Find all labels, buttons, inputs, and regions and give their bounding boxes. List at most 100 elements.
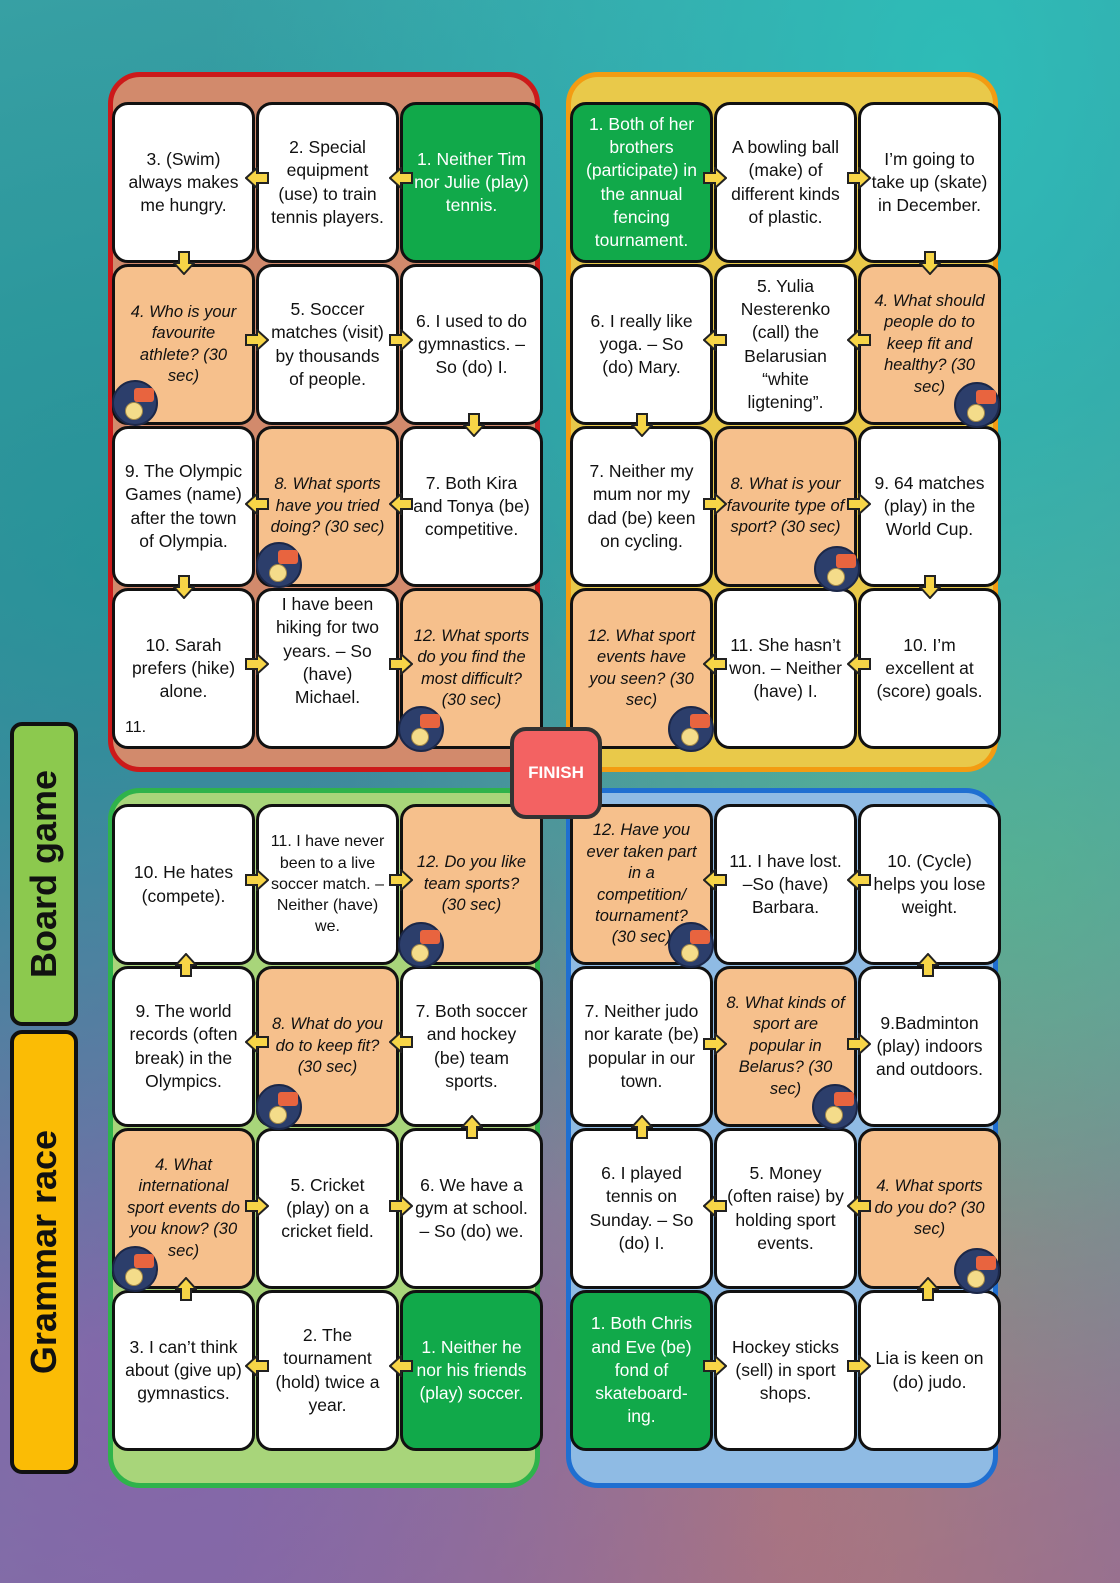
- speech-bubble-face-icon: [954, 1248, 1000, 1294]
- board-cell[interactable]: A bowling ball (make) of different kinds…: [714, 102, 857, 263]
- question-cell[interactable]: 12. What sports do you find the most dif…: [400, 588, 543, 749]
- cell-text: 9. The world records (often break) in th…: [129, 1000, 238, 1091]
- board-game-label-box: Board game: [10, 722, 78, 1026]
- start-cell[interactable]: 1. Both Chris and Eve (be) fond of skate…: [570, 1290, 713, 1451]
- board-cell[interactable]: 5. Soccer matches (visit) by thousands o…: [256, 264, 399, 425]
- board-cell[interactable]: I have been hiking for two years. – So (…: [256, 588, 399, 749]
- cell-text: 8. What sports have you tried doing? (30…: [270, 475, 385, 537]
- cell-text: 12. Do you like team sports? (30 sec): [416, 853, 527, 915]
- speech-bubble-face-icon: [256, 542, 302, 588]
- grammar-race-label: Grammar race: [23, 1129, 65, 1375]
- arrow-right-icon: [847, 493, 871, 515]
- board-cell[interactable]: 6. We have a gym at school. – So (do) we…: [400, 1128, 543, 1289]
- board-cell[interactable]: 6. I really like yoga. – So (do) Mary.: [570, 264, 713, 425]
- arrow-left-icon: [847, 1195, 871, 1217]
- arrow-right-icon: [847, 1355, 871, 1377]
- cell-text: 7. Neither judo nor karate (be) popular …: [584, 1000, 699, 1091]
- board-game-label: Board game: [23, 769, 64, 979]
- arrow-up-icon: [461, 1115, 483, 1139]
- arrow-right-icon: [245, 1195, 269, 1217]
- arrow-down-icon: [173, 251, 195, 275]
- cell-text: 12. What sports do you find the most dif…: [413, 626, 530, 709]
- cell-text: 6. I really like yoga. – So (do) Mary.: [590, 310, 693, 378]
- start-cell[interactable]: 1. Neither Tim nor Julie (play) tennis.: [400, 102, 543, 263]
- arrow-down-icon: [919, 575, 941, 599]
- board-cell[interactable]: Hockey sticks (sell) in sport shops.: [714, 1290, 857, 1451]
- board-cell[interactable]: 5. Cricket (play) on a cricket field.: [256, 1128, 399, 1289]
- board-cell[interactable]: 5. Yulia Nesterenko (call) the Belarusia…: [714, 264, 857, 425]
- board-cell[interactable]: 2. The tournament (hold) twice a year.: [256, 1290, 399, 1451]
- board-cell[interactable]: 7. Neither judo nor karate (be) popular …: [570, 966, 713, 1127]
- arrow-left-icon: [389, 167, 413, 189]
- board-cell[interactable]: 9. The world records (often break) in th…: [112, 966, 255, 1127]
- arrow-right-icon: [245, 329, 269, 351]
- board-cell[interactable]: 5. Money (often raise) by holding sport …: [714, 1128, 857, 1289]
- speech-bubble-face-icon: [954, 382, 1000, 428]
- cell-text: 3. (Swim) always makes me hungry.: [128, 148, 239, 216]
- arrow-right-icon: [245, 869, 269, 891]
- finish-label: FINISH: [528, 763, 584, 782]
- board-cell[interactable]: 7. Neither my mum nor my dad (be) keen o…: [570, 426, 713, 587]
- cell-text: I have been hiking for two years. – So (…: [275, 594, 380, 708]
- arrow-left-icon: [389, 1031, 413, 1053]
- arrow-up-icon: [631, 1115, 653, 1139]
- cell-text: 5. Cricket (play) on a cricket field.: [281, 1174, 374, 1242]
- board-cell[interactable]: 10. I’m excellent at (score) goals.: [858, 588, 1001, 749]
- cell-text: 5. Money (often raise) by holding sport …: [727, 1162, 844, 1253]
- cell-text: 6. I played tennis on Sunday. – So (do) …: [589, 1162, 694, 1253]
- finish-tile[interactable]: FINISH: [510, 727, 602, 819]
- cell-text: 1. Neither Tim nor Julie (play) tennis.: [414, 148, 529, 216]
- board-cell[interactable]: 9. The Olympic Games (name) after the to…: [112, 426, 255, 587]
- cell-text: 6. I used to do gymnastics. – So (do) I.: [416, 310, 527, 378]
- board-cell[interactable]: 2. Special equipment (use) to train tenn…: [256, 102, 399, 263]
- start-cell[interactable]: 1. Neither he nor his friends (play) soc…: [400, 1290, 543, 1451]
- board-cell[interactable]: 11. She hasn’t won. – Neither (have) I.: [714, 588, 857, 749]
- board-cell[interactable]: 3. (Swim) always makes me hungry.: [112, 102, 255, 263]
- board-cell[interactable]: 7. Both soccer and hockey (be) team spor…: [400, 966, 543, 1127]
- arrow-left-icon: [703, 329, 727, 351]
- arrow-left-icon: [703, 869, 727, 891]
- cell-text: 5. Soccer matches (visit) by thousands o…: [271, 298, 384, 389]
- cell-text: 4. What sports do you do? (30 sec): [874, 1177, 985, 1239]
- question-cell[interactable]: 4. What sports do you do? (30 sec): [858, 1128, 1001, 1289]
- board-cell[interactable]: 11. I have lost. –So (have) Barbara.: [714, 804, 857, 965]
- board-cell[interactable]: 10. He hates (compete).: [112, 804, 255, 965]
- arrow-left-icon: [245, 493, 269, 515]
- speech-bubble-face-icon: [112, 380, 158, 426]
- board-cell[interactable]: 6. I used to do gymnastics. – So (do) I.: [400, 264, 543, 425]
- arrow-right-icon: [389, 1195, 413, 1217]
- board-cell[interactable]: 3. I can’t think about (give up) gymnast…: [112, 1290, 255, 1451]
- cell-text: 9.Badminton (play) indoors and outdoors.: [875, 1012, 984, 1080]
- arrow-left-icon: [703, 653, 727, 675]
- board-cell[interactable]: 7. Both Kira and Tonya (be) competitive.: [400, 426, 543, 587]
- board-cell[interactable]: 6. I played tennis on Sunday. – So (do) …: [570, 1128, 713, 1289]
- cell-text: 10. I’m excellent at (score) goals.: [876, 634, 983, 702]
- arrow-right-icon: [389, 653, 413, 675]
- cell-text: 10. (Cycle) helps you lose weight.: [873, 850, 986, 918]
- start-cell[interactable]: 1. Both of her brothers (participate) in…: [570, 102, 713, 263]
- arrow-right-icon: [703, 493, 727, 515]
- cell-text: A bowling ball (make) of different kinds…: [731, 136, 840, 227]
- arrow-left-icon: [389, 493, 413, 515]
- cell-text: 10. Sarah prefers (hike) alone.: [131, 634, 236, 702]
- board-cell[interactable]: Lia is keen on (do) judo.: [858, 1290, 1001, 1451]
- cell-text: 3. I can’t think about (give up) gymnast…: [125, 1336, 242, 1404]
- speech-bubble-face-icon: [398, 922, 444, 968]
- cell-text: 8. What do you do to keep fit? (30 sec): [272, 1015, 383, 1077]
- board-cell[interactable]: I’m going to take up (skate) in December…: [858, 102, 1001, 263]
- arrow-up-icon: [917, 1277, 939, 1301]
- board-cell[interactable]: 10. Sarah prefers (hike) alone.11.: [112, 588, 255, 749]
- board-cell[interactable]: 10. (Cycle) helps you lose weight.: [858, 804, 1001, 965]
- speech-bubble-face-icon: [256, 1084, 302, 1130]
- cell-text: Hockey sticks (sell) in sport shops.: [732, 1336, 839, 1404]
- board-cell[interactable]: 9.Badminton (play) indoors and outdoors.: [858, 966, 1001, 1127]
- speech-bubble-face-icon: [112, 1246, 158, 1292]
- cell-text: 6. We have a gym at school. – So (do) we…: [415, 1174, 528, 1242]
- cell-text: 4. What international sport events do yo…: [127, 1155, 240, 1260]
- arrow-down-icon: [463, 413, 485, 437]
- board-cell[interactable]: 11. I have never been to a live soccer m…: [256, 804, 399, 965]
- board-cell[interactable]: 9. 64 matches (play) in the World Cup.: [858, 426, 1001, 587]
- arrow-down-icon: [919, 251, 941, 275]
- question-cell[interactable]: 12. What sport events have you seen? (30…: [570, 588, 713, 749]
- arrow-left-icon: [847, 329, 871, 351]
